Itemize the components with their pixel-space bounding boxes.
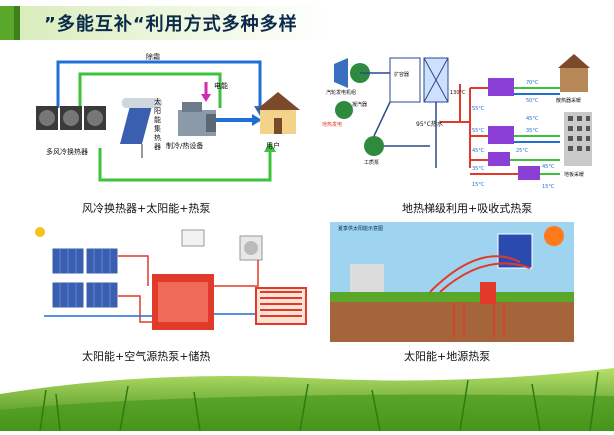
label-solar: 太阳能集热器 bbox=[154, 98, 161, 151]
grass-svg bbox=[0, 368, 614, 432]
grass-footer bbox=[0, 350, 614, 432]
label-defrost: 除霜 bbox=[146, 52, 160, 61]
temp-label: 45°C bbox=[526, 116, 539, 122]
title-bar: ”多能互补“利用方式多种多样 bbox=[0, 0, 614, 44]
diagram-3-svg bbox=[35, 227, 307, 330]
diagram-4-svg: 夏季供太阳能示意图 bbox=[330, 222, 574, 342]
diagram-1-svg: 除霜 电能 多风冷换热器 制冷/热设备 用户 bbox=[36, 52, 300, 182]
diagram-solar-air-storage bbox=[30, 226, 310, 346]
label-power-gen: 地热发电 bbox=[322, 121, 342, 128]
solar-collector bbox=[120, 98, 162, 158]
temp-label: 45°C bbox=[472, 148, 485, 154]
title-accent-dark bbox=[14, 6, 20, 40]
diagram-air-solar-heatpump: 除霜 电能 多风冷换热器 制冷/热设备 用户 太阳能集热器 bbox=[30, 48, 300, 198]
label-130: 130°C bbox=[450, 90, 466, 96]
temp-label: 25°C bbox=[516, 148, 529, 154]
caption-panel-1: 风冷换热器+太阳能+热泵 bbox=[82, 202, 211, 215]
label-pump: 工质泵 bbox=[364, 159, 379, 166]
user-house bbox=[256, 92, 300, 134]
slide-title: ”多能互补“利用方式多种多样 bbox=[44, 14, 298, 35]
diagram-solar-ground-source: 夏季供太阳能示意图 bbox=[330, 222, 574, 342]
label-flash: 扩容器 bbox=[394, 71, 409, 78]
temp-label: 35°C bbox=[526, 128, 539, 134]
temp-label: 15°C bbox=[472, 182, 485, 188]
heat-pump-equipment bbox=[178, 102, 216, 136]
diagram-2-svg: 汽轮发电机组 地热发电 凝汽器 扩容器 工质泵 95°C热水 130°C 散热器… bbox=[322, 54, 592, 190]
temp-label: 35°C bbox=[472, 166, 485, 172]
label-fan-units: 多风冷换热器 bbox=[46, 147, 88, 156]
diagram-geothermal-cascade: 汽轮发电机组 地热发电 凝汽器 扩容器 工质泵 95°C热水 130°C 散热器… bbox=[320, 48, 600, 198]
caption-panel-2: 地热梯级利用+吸收式热泵 bbox=[402, 202, 533, 215]
temp-label: 50°C bbox=[526, 98, 539, 104]
label-generator: 汽轮发电机组 bbox=[326, 89, 356, 96]
label-user: 用户 bbox=[266, 141, 280, 150]
temp-label: 45°C bbox=[542, 164, 555, 170]
temp-label: 55°C bbox=[472, 106, 485, 112]
fan-unit-group bbox=[36, 106, 106, 130]
title-accent-bar bbox=[0, 6, 14, 40]
label-radiator: 散热器采暖 bbox=[556, 97, 581, 104]
label-95: 95°C热水 bbox=[416, 120, 443, 128]
label-condenser: 凝汽器 bbox=[352, 101, 367, 108]
caption-panel-3: 太阳能+空气源热泵+储热 bbox=[82, 350, 211, 363]
label-equipment: 制冷/热设备 bbox=[166, 141, 203, 150]
label-power: 电能 bbox=[214, 81, 228, 90]
label-panel4-header: 夏季供太阳能示意图 bbox=[338, 225, 383, 232]
label-floor: 地板采暖 bbox=[564, 171, 584, 178]
title-background bbox=[0, 6, 330, 40]
temp-label: 70°C bbox=[526, 80, 539, 86]
temp-label: 15°C bbox=[542, 184, 555, 190]
caption-panel-4: 太阳能+地源热泵 bbox=[404, 350, 491, 363]
temp-label: 55°C bbox=[472, 128, 485, 134]
